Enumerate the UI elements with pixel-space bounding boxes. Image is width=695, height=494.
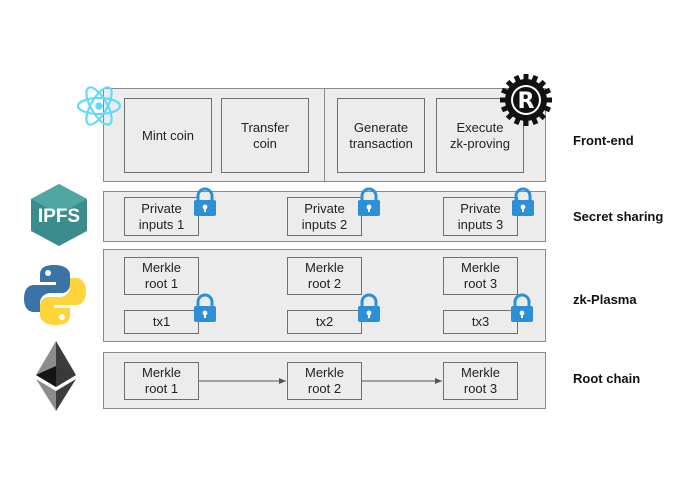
lock-icon: [512, 187, 534, 216]
lock-icon: [358, 293, 380, 322]
plasma-merkle-root-1-box: Merkle root 1: [124, 257, 199, 295]
zk-plasma-label: zk-Plasma: [573, 292, 637, 307]
mint-coin-box: Mint coin: [124, 98, 212, 173]
private-inputs-3-box: Private inputs 3: [443, 197, 518, 236]
plasma-merkle-root-3-box: Merkle root 3: [443, 257, 518, 295]
svg-text:R: R: [518, 89, 535, 114]
frontend-divider: [324, 88, 325, 182]
chain-merkle-root-2-box: Merkle root 2: [287, 362, 362, 400]
transfer-coin-box: Transfer coin: [221, 98, 309, 173]
rust-logo-icon: R: [500, 74, 552, 126]
python-logo-icon: [24, 265, 86, 325]
chain-merkle-root-1-box: Merkle root 1: [124, 362, 199, 400]
lock-icon: [511, 293, 533, 322]
react-logo-icon: [76, 86, 122, 126]
private-inputs-1-box: Private inputs 1: [124, 197, 199, 236]
svg-text:IPFS: IPFS: [38, 206, 80, 227]
private-inputs-2-box: Private inputs 2: [287, 197, 362, 236]
ethereum-logo-icon: [36, 341, 76, 411]
tx3-box: tx3: [443, 310, 518, 334]
tx1-box: tx1: [124, 310, 199, 334]
lock-icon: [194, 293, 216, 322]
root-chain-label: Root chain: [573, 371, 641, 386]
lock-icon: [194, 187, 216, 216]
ipfs-logo-icon: IPFS: [31, 184, 87, 246]
tx2-box: tx2: [287, 310, 362, 334]
secret-sharing-label: Secret sharing: [573, 209, 664, 224]
generate-transaction-box: Generate transaction: [337, 98, 425, 173]
frontend-label: Front-end: [573, 133, 634, 148]
chain-merkle-root-3-box: Merkle root 3: [443, 362, 518, 400]
lock-icon: [358, 187, 380, 216]
plasma-merkle-root-2-box: Merkle root 2: [287, 257, 362, 295]
